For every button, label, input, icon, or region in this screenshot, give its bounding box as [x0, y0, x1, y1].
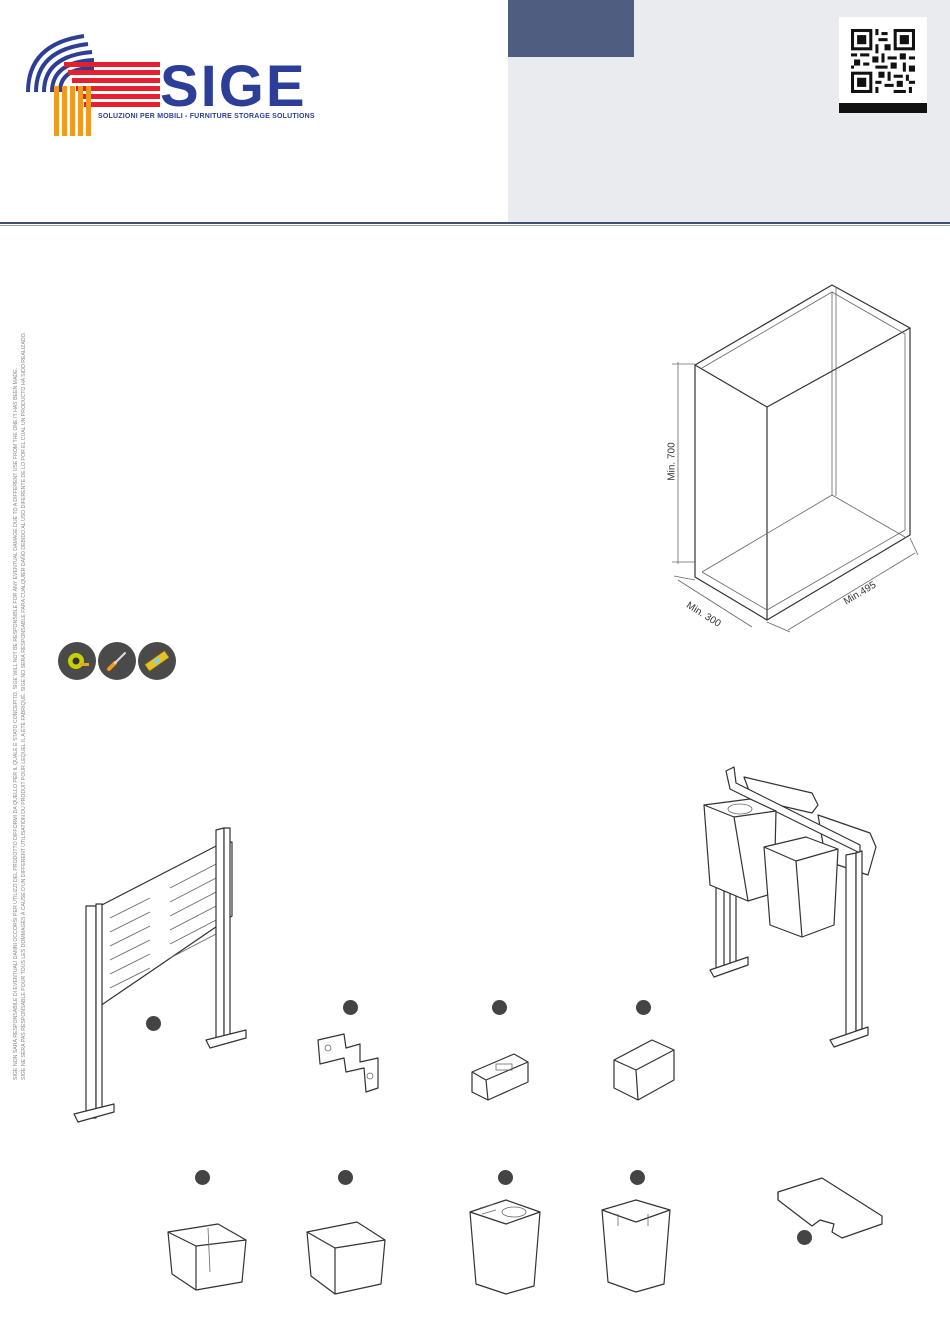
- part-bracket-drawing: [317, 1033, 379, 1093]
- part-marker-4: [636, 1000, 651, 1015]
- part-frame-drawing: [73, 827, 247, 1123]
- screwdriver-icon: [107, 652, 126, 671]
- part-marker-3: [492, 1000, 507, 1015]
- assembled-product-drawing: [703, 766, 877, 1048]
- part-marker-2: [343, 1000, 358, 1015]
- part-lid-plate-drawing: [777, 1177, 883, 1239]
- part-marker-6: [338, 1170, 353, 1185]
- part-small-bin-divided-drawing: [167, 1223, 247, 1291]
- part-bin-drawing: [601, 1199, 671, 1293]
- cabinet-height-label: Min. 700: [666, 442, 678, 481]
- spirit-level-icon: [144, 650, 170, 672]
- header-divider: [0, 222, 950, 224]
- part-small-bin-drawing: [306, 1221, 386, 1295]
- part-marker-5: [195, 1170, 210, 1185]
- brand-tagline: SOLUZIONI PER MOBILI - FURNITURE STORAGE…: [98, 113, 315, 120]
- brand-name: SIGE: [160, 54, 307, 119]
- part-end-cap-drawing: [613, 1039, 675, 1101]
- qr-code-bar: [839, 103, 927, 113]
- cabinet-dimension-drawing: [672, 284, 919, 633]
- part-marker-7: [498, 1170, 513, 1185]
- part-marker-9: [797, 1230, 812, 1245]
- header-tab: [508, 0, 634, 57]
- part-marker-1: [146, 1016, 161, 1031]
- disclaimer: SIGE NON SARÀ RESPONSABILE DI EVENTUALI …: [12, 280, 28, 1080]
- part-marker-8: [630, 1170, 645, 1185]
- qr-code-icon[interactable]: [851, 29, 915, 93]
- part-clip-drawing: [471, 1053, 529, 1101]
- tape-measure-icon: [68, 653, 89, 669]
- disclaimer-line-2: SIGE NE SERA PAS RESPONSABLE POUR TOUS L…: [21, 331, 27, 1080]
- tool-spirit-level: [138, 642, 176, 680]
- disclaimer-line-1: SIGE NON SARÀ RESPONSABILE DI EVENTUALI …: [13, 367, 19, 1080]
- tool-screwdriver: [98, 642, 136, 680]
- sige-logo-icon: [26, 34, 160, 136]
- tool-tape-measure: [58, 642, 96, 680]
- part-bin-with-lid-drawing: [469, 1199, 541, 1295]
- header-divider-thin: [0, 225, 950, 226]
